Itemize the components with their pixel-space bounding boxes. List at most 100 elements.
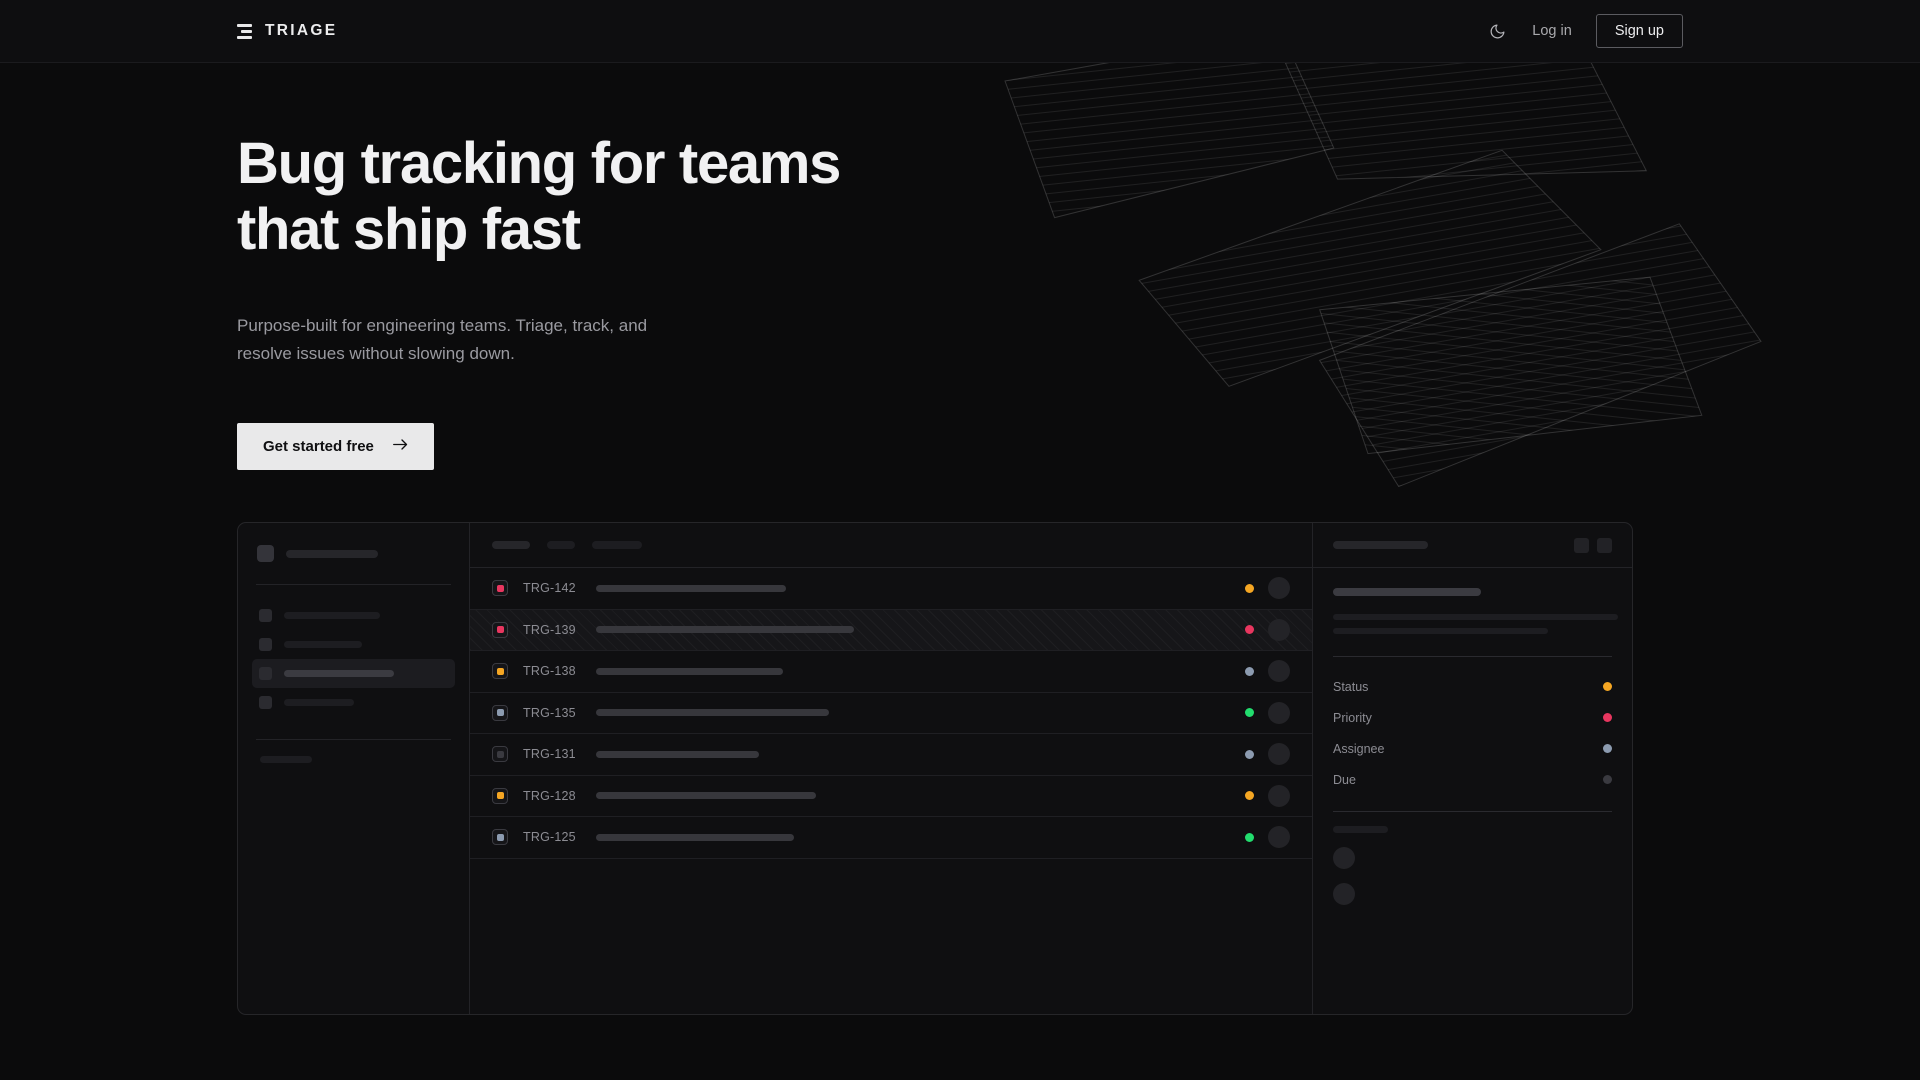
status-dot	[1245, 666, 1254, 676]
priority-indicator[interactable]	[492, 663, 508, 680]
sidebar-divider-top	[256, 584, 451, 585]
detail-field-due[interactable]: Due	[1333, 764, 1612, 795]
status-dot	[1245, 708, 1254, 718]
issue-row-trg-139[interactable]: TRG-139	[470, 609, 1312, 651]
activity-avatar-2	[1333, 883, 1355, 905]
field-value-dot	[1603, 713, 1612, 722]
nav-actions: Log in Sign up	[1486, 14, 1683, 48]
brand-logo[interactable]: TRIAGE	[237, 22, 337, 40]
nav-item-label-skeleton	[284, 612, 380, 619]
field-value-dot	[1603, 744, 1612, 753]
detail-title-skeleton	[1333, 541, 1428, 549]
login-link[interactable]: Log in	[1532, 23, 1572, 39]
issue-title-skeleton	[596, 667, 783, 675]
priority-indicator[interactable]	[492, 829, 508, 846]
priority-indicator[interactable]	[492, 787, 508, 804]
sidebar-section-label-skeleton	[260, 756, 312, 763]
top-navbar: TRIAGE Log in Sign up	[0, 0, 1920, 63]
detail-divider-1	[1333, 656, 1612, 657]
status-dot	[1245, 583, 1254, 593]
sidebar-nav-list	[252, 601, 455, 717]
priority-indicator[interactable]	[492, 746, 508, 763]
sidebar-item-1[interactable]	[252, 601, 455, 630]
field-label: Due	[1333, 772, 1356, 787]
status-dot	[1245, 832, 1254, 842]
cta-label: Get started free	[263, 438, 374, 456]
issue-id: TRG-125	[523, 830, 576, 845]
sidebar-item-2[interactable]	[252, 630, 455, 659]
field-label: Status	[1333, 679, 1369, 694]
issue-list-toolbar	[470, 523, 1312, 568]
moon-icon[interactable]	[1486, 20, 1508, 42]
issue-row-trg-135[interactable]: TRG-135	[470, 693, 1312, 734]
status-dot	[1245, 791, 1254, 801]
toolbar-pill-2[interactable]	[547, 541, 575, 549]
issue-body-skeleton-1	[1333, 614, 1618, 620]
workspace-switcher[interactable]	[252, 541, 455, 562]
assignee-avatar	[1268, 577, 1290, 600]
issue-row-trg-128[interactable]: TRG-128	[470, 776, 1312, 817]
hero-subtitle: Purpose-built for engineering teams. Tri…	[237, 316, 648, 363]
issue-title-skeleton	[596, 709, 829, 717]
panel-icon-1[interactable]	[1574, 537, 1589, 553]
workspace-name-skeleton	[286, 549, 378, 558]
detail-divider-2	[1333, 811, 1612, 812]
issue-row-trg-138[interactable]: TRG-138	[470, 651, 1312, 693]
detail-field-status[interactable]: Status	[1333, 671, 1612, 702]
nav-item-icon	[259, 667, 272, 680]
issue-title-skeleton	[596, 792, 816, 800]
toolbar-pill-3[interactable]	[592, 541, 642, 549]
issue-title-skeleton	[596, 584, 786, 592]
activity-avatar-1	[1333, 847, 1355, 869]
issue-row-trg-142[interactable]: TRG-142	[470, 568, 1312, 610]
status-dot	[1245, 749, 1254, 759]
assignee-avatar	[1268, 784, 1290, 807]
stacked-bars-logo-icon	[237, 23, 252, 39]
nav-item-icon	[259, 696, 272, 709]
issue-row-trg-125[interactable]: TRG-125	[470, 817, 1312, 859]
priority-indicator[interactable]	[492, 621, 508, 638]
sidebar-divider-bottom	[256, 739, 451, 740]
issue-id: TRG-135	[523, 705, 576, 720]
field-value-dot	[1603, 682, 1612, 691]
nav-item-label-skeleton	[284, 670, 394, 677]
get-started-button[interactable]: Get started free	[237, 423, 434, 471]
issue-title-skeleton	[596, 833, 794, 841]
mockup-sidebar	[238, 523, 470, 1014]
issue-title-skeleton	[596, 750, 759, 758]
detail-field-priority[interactable]: Priority	[1333, 702, 1612, 733]
issue-id: TRG-139	[523, 622, 576, 637]
toolbar-pill-1[interactable]	[492, 541, 530, 549]
field-label: Assignee	[1333, 741, 1385, 756]
field-label: Priority	[1333, 710, 1372, 725]
sidebar-item-4[interactable]	[252, 688, 455, 717]
assignee-avatar	[1268, 618, 1290, 641]
page-title: Bug tracking for teams that ship fast	[237, 131, 841, 262]
issue-row-trg-131[interactable]: TRG-131	[470, 734, 1312, 776]
priority-indicator[interactable]	[492, 704, 508, 721]
issue-body-skeleton-2	[1333, 628, 1548, 634]
panel-icon-2[interactable]	[1597, 537, 1612, 553]
signup-button[interactable]: Sign up	[1595, 14, 1683, 48]
issue-id: TRG-142	[523, 581, 576, 596]
sidebar-item-3-active[interactable]	[252, 659, 455, 688]
assignee-avatar	[1268, 826, 1290, 849]
issue-title-skeleton	[1333, 588, 1481, 596]
activity-feed	[1333, 847, 1612, 905]
priority-indicator[interactable]	[492, 580, 508, 597]
issue-id: TRG-128	[523, 788, 576, 803]
nav-item-label-skeleton	[284, 699, 354, 706]
workspace-avatar-icon	[257, 545, 274, 562]
activity-label-skeleton	[1333, 826, 1388, 833]
issue-id: TRG-131	[523, 747, 576, 762]
detail-field-assignee[interactable]: Assignee	[1333, 733, 1612, 764]
issue-title-skeleton	[596, 626, 854, 634]
brand-name: TRIAGE	[265, 22, 338, 39]
issue-id: TRG-138	[523, 664, 576, 679]
assignee-avatar	[1268, 660, 1290, 683]
